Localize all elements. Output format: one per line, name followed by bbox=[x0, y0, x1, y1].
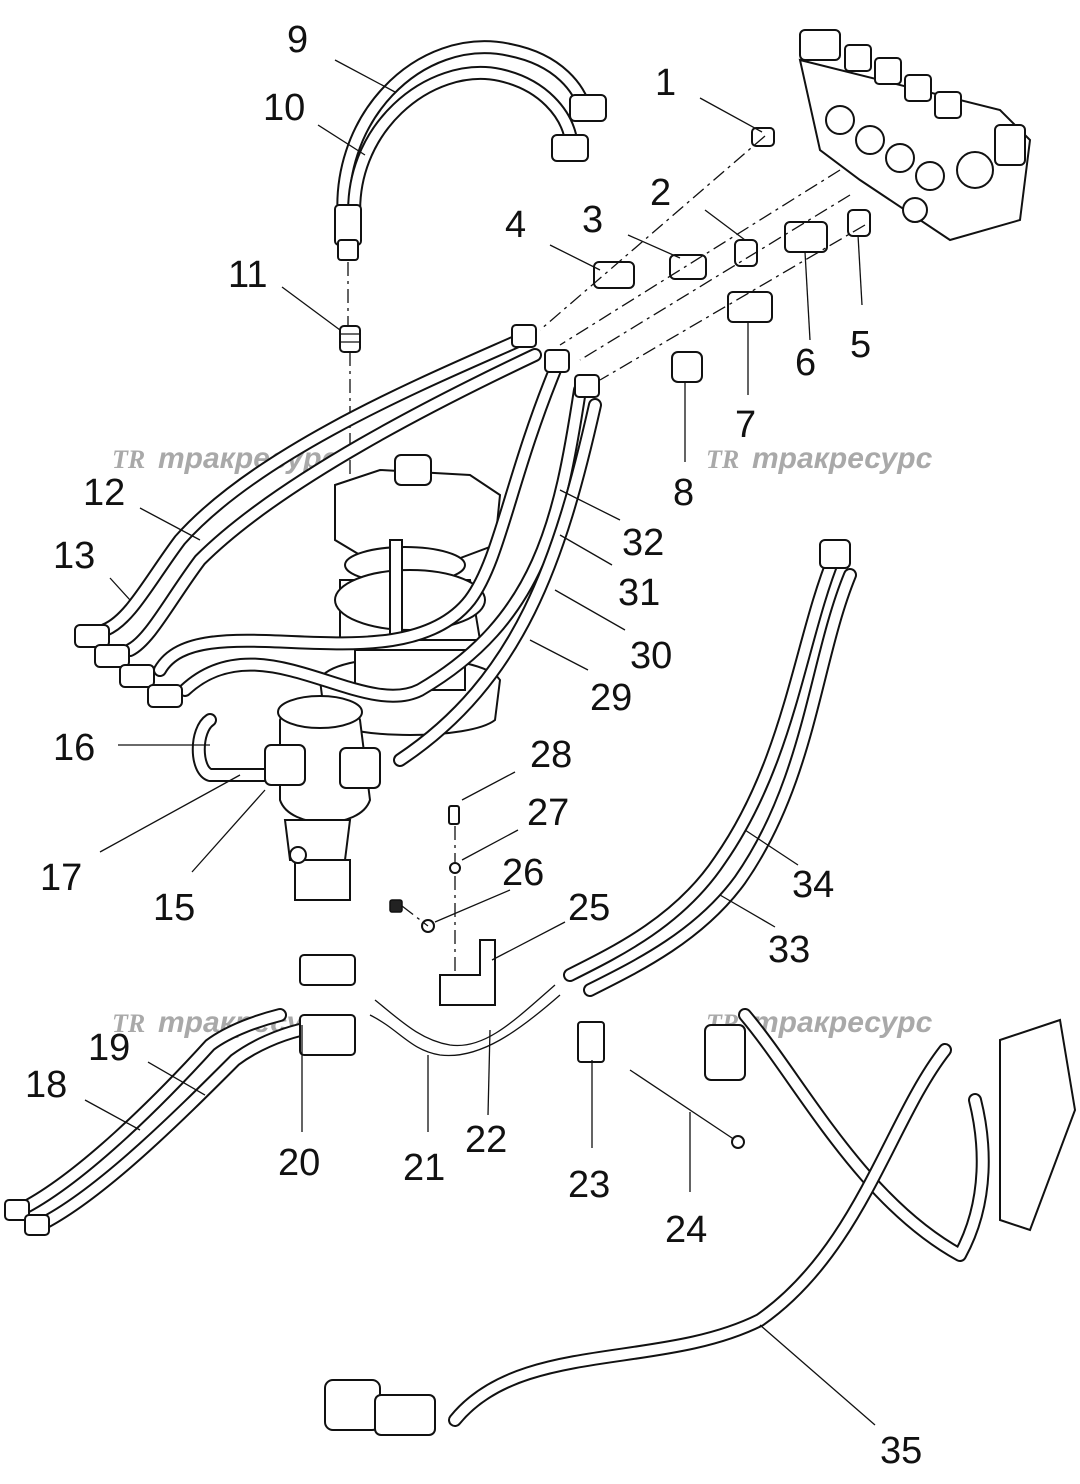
callout-18: 18 bbox=[25, 1064, 67, 1106]
callout-28: 28 bbox=[530, 734, 572, 776]
control-valve-block bbox=[798, 29, 1032, 242]
hose-pair-33-34 bbox=[563, 539, 857, 997]
hose-pair-9-10 bbox=[334, 40, 607, 261]
callout-23: 23 bbox=[568, 1164, 610, 1206]
fasteners-25-28 bbox=[389, 805, 496, 1006]
callout-1: 1 bbox=[655, 62, 676, 104]
callout-11: 11 bbox=[228, 254, 267, 296]
leader-lines bbox=[84, 59, 876, 1426]
callout-6: 6 bbox=[795, 342, 816, 384]
callout-13: 13 bbox=[53, 535, 95, 577]
plug-8 bbox=[671, 351, 703, 383]
callout-30: 30 bbox=[630, 635, 672, 677]
callout-8: 8 bbox=[673, 472, 694, 514]
adapter-5 bbox=[847, 209, 871, 237]
callout-15: 15 bbox=[153, 887, 195, 929]
callout-3: 3 bbox=[582, 199, 603, 241]
watermark-text: тракресурс bbox=[752, 442, 933, 475]
callout-10: 10 bbox=[263, 87, 305, 129]
callout-5: 5 bbox=[850, 324, 871, 366]
callout-labels: 1 2 3 4 5 6 7 8 9 10 11 12 13 15 16 17 1… bbox=[25, 19, 922, 1472]
callout-19: 19 bbox=[88, 1027, 130, 1069]
adapter-7 bbox=[727, 291, 773, 323]
callout-35: 35 bbox=[880, 1430, 922, 1472]
adapter-6 bbox=[784, 221, 828, 253]
callout-12: 12 bbox=[83, 472, 125, 514]
callout-7: 7 bbox=[735, 404, 756, 446]
hose-bundle-12-13-29-32 bbox=[74, 324, 602, 767]
callout-4: 4 bbox=[505, 204, 526, 246]
watermark-right: TR тракресурс bbox=[706, 442, 933, 475]
callout-22: 22 bbox=[465, 1119, 507, 1161]
fitting-11 bbox=[339, 325, 361, 353]
callout-33: 33 bbox=[768, 929, 810, 971]
callout-25: 25 bbox=[568, 887, 610, 929]
callout-31: 31 bbox=[618, 572, 660, 614]
callout-17: 17 bbox=[40, 857, 82, 899]
callout-24: 24 bbox=[665, 1209, 707, 1251]
pipe-assembly-18-24 bbox=[4, 954, 745, 1236]
callout-26: 26 bbox=[502, 852, 544, 894]
fitting-parts-1-8 bbox=[593, 127, 871, 383]
callout-27: 27 bbox=[527, 792, 569, 834]
callout-21: 21 bbox=[403, 1147, 445, 1189]
callout-29: 29 bbox=[590, 677, 632, 719]
callout-9: 9 bbox=[287, 19, 308, 61]
watermark-text: тракресурс bbox=[752, 1006, 933, 1039]
watermark-logo: TR bbox=[112, 445, 145, 474]
watermark-logo: TR bbox=[112, 1009, 145, 1038]
watermark-logo: TR bbox=[706, 445, 739, 474]
adapter-3 bbox=[669, 254, 707, 280]
callout-32: 32 bbox=[622, 522, 664, 564]
adapter-4 bbox=[593, 261, 635, 289]
callout-20: 20 bbox=[278, 1142, 320, 1184]
callout-34: 34 bbox=[792, 864, 834, 906]
adapter-2 bbox=[734, 239, 758, 267]
callout-16: 16 bbox=[53, 727, 95, 769]
callout-2: 2 bbox=[650, 172, 671, 214]
hose-35-assembly bbox=[324, 1008, 1077, 1436]
filter-assembly bbox=[191, 695, 381, 901]
